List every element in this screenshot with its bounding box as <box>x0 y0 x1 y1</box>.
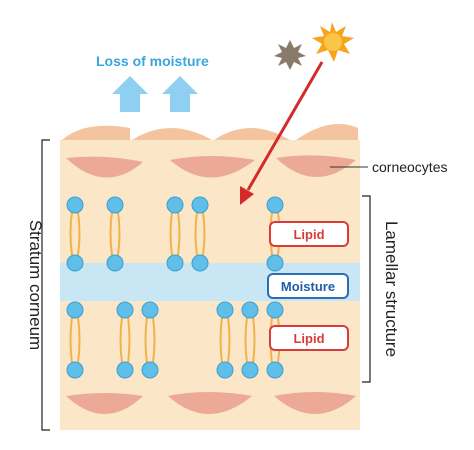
loss-arrows <box>112 76 198 112</box>
svg-text:Lipid: Lipid <box>293 227 324 242</box>
lipid-head <box>266 361 284 379</box>
stratum-corneum-label: Stratum corneum <box>26 220 45 350</box>
lipid-tail <box>152 316 156 364</box>
lipid-label-bottom: Lipid <box>269 325 349 351</box>
corneocyte-row-upper <box>66 155 356 178</box>
corneocyte-cell <box>168 392 252 414</box>
lipid-head <box>141 301 159 319</box>
top-cell <box>214 128 290 140</box>
lipid-tail <box>227 316 231 364</box>
top-cell <box>132 128 212 140</box>
lipid-head <box>266 254 284 272</box>
corneocytes-label: corneocytes <box>372 159 447 175</box>
corneocyte-row-lower <box>66 392 356 414</box>
top-cell <box>62 125 130 140</box>
moisture-label: Moisture <box>267 273 349 299</box>
corneocyte-cell <box>276 155 356 178</box>
lamellar-structure-bracket <box>362 195 371 383</box>
lipid-tail <box>69 316 73 364</box>
lipid-head <box>66 254 84 272</box>
lipid-label-top: Lipid <box>269 221 349 247</box>
top-cell <box>296 124 358 140</box>
lipid-tail <box>194 211 198 256</box>
lipid-head <box>241 301 259 319</box>
moisture-up-arrow <box>162 76 198 112</box>
uv-arrow-line <box>246 61 324 191</box>
lipid-head <box>141 361 159 379</box>
lipid-head <box>166 254 184 272</box>
corneocyte-cell <box>170 156 255 178</box>
lipid-tail <box>202 211 206 256</box>
lipid-tail <box>252 316 256 364</box>
lipid-tail <box>119 316 123 364</box>
top-cell-row <box>62 124 358 140</box>
lipid-head <box>241 361 259 379</box>
lamellar-structure-label: Lamellar structure <box>382 221 401 357</box>
loss-of-moisture-label: Loss of moisture <box>96 53 209 69</box>
lipid-head <box>266 196 284 214</box>
lipid-tail <box>69 211 73 256</box>
lipid-tail <box>177 211 181 256</box>
lipid-tail <box>117 211 121 256</box>
lipid-tail <box>77 211 81 256</box>
lipid-tail <box>144 316 148 364</box>
lipid-head <box>166 196 184 214</box>
svg-text:Lipid: Lipid <box>293 331 324 346</box>
lipid-tail <box>109 211 113 256</box>
lipid-tail <box>169 211 173 256</box>
lipid-head <box>106 254 124 272</box>
lipid-head <box>106 196 124 214</box>
lipid-head <box>116 301 134 319</box>
lipid-tail <box>219 316 223 364</box>
lipid-tail <box>77 316 81 364</box>
lipid-molecules <box>66 196 284 379</box>
lipid-head <box>191 196 209 214</box>
corneocyte-cell <box>66 393 143 414</box>
lipid-tail <box>127 316 131 364</box>
corneocyte-cell <box>66 156 143 178</box>
lipid-head <box>191 254 209 272</box>
lipid-head <box>66 301 84 319</box>
corneocyte-cell <box>274 392 356 414</box>
svg-text:Moisture: Moisture <box>281 279 335 294</box>
lipid-head <box>216 361 234 379</box>
lipid-head <box>216 301 234 319</box>
stratum-corneum-bracket <box>41 139 50 431</box>
lipid-head <box>66 361 84 379</box>
lipid-head <box>116 361 134 379</box>
dark-burst-icon <box>274 40 306 70</box>
moisture-up-arrow <box>112 76 148 112</box>
lipid-head <box>266 301 284 319</box>
lipid-head <box>66 196 84 214</box>
lipid-tail <box>244 316 248 364</box>
uv-arrow-head <box>240 186 254 205</box>
sun-icon <box>312 22 354 62</box>
